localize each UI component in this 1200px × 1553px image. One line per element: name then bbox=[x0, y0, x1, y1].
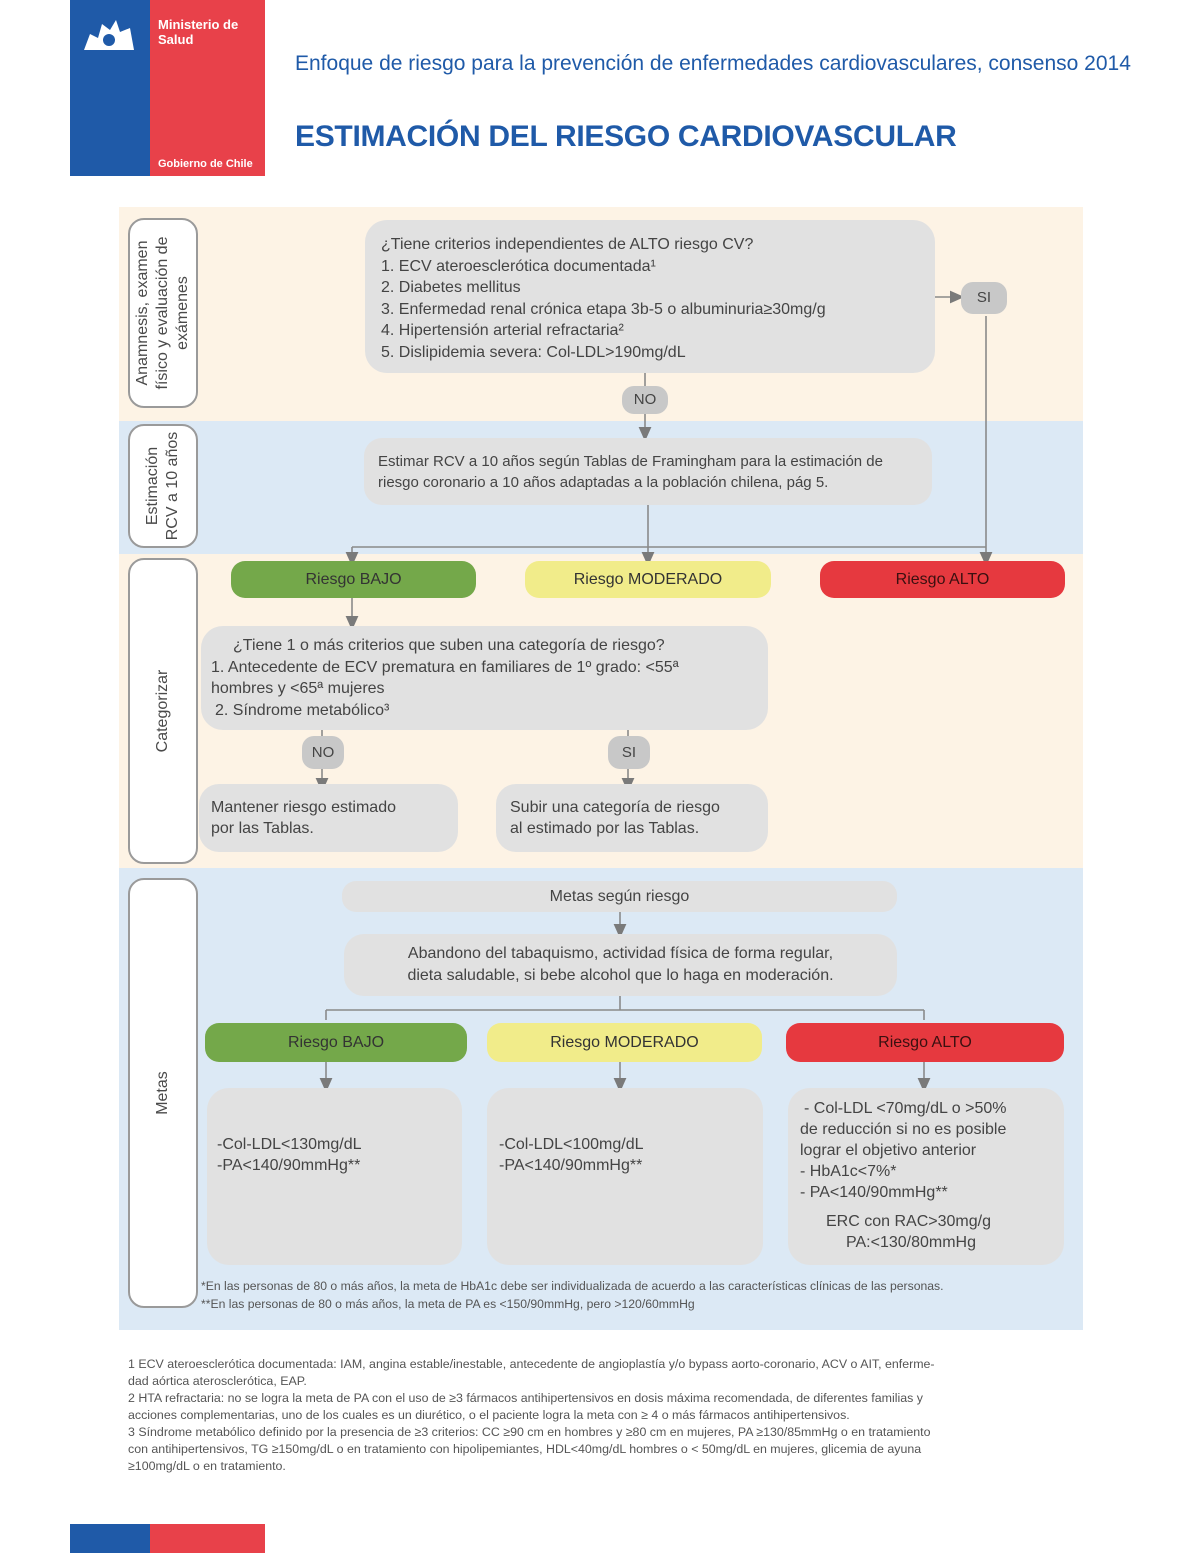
yes-tag-category: SI bbox=[608, 736, 650, 769]
section-metas: Metas bbox=[128, 878, 198, 1308]
logo-red-panel bbox=[150, 0, 265, 176]
criteria-item: 3. Enfermedad renal crónica etapa 3b-5 o… bbox=[381, 300, 826, 318]
document-subtitle: Enfoque de riesgo para la prevención de … bbox=[295, 52, 1131, 75]
category-item: 1. Antecedente de ECV prematura en famil… bbox=[211, 658, 679, 676]
yes-tag-high-risk: SI bbox=[961, 282, 1007, 314]
estimate-text-line1: Estimar RCV a 10 años según Tablas de Fr… bbox=[378, 453, 883, 470]
estimate-text-line2: riesgo coronario a 10 años adaptadas a l… bbox=[378, 474, 829, 491]
goal-note-hba1c: *En las personas de 80 o más años, la me… bbox=[201, 1279, 944, 1293]
high-goal-erc-bp: PA:<130/80mmHg bbox=[846, 1234, 976, 1251]
footnote-2: 2 HTA refractaria: no se logra la meta d… bbox=[128, 1391, 923, 1405]
high-goal-ldl-continued: lograr el objetivo anterior bbox=[800, 1142, 977, 1159]
logo-blue-panel bbox=[70, 0, 150, 176]
goals-header: Metas según riesgo bbox=[342, 881, 897, 912]
keep-risk-box: Mantener riesgo estimado por las Tablas. bbox=[199, 784, 458, 852]
moderate-goal-ldl: -Col-LDL<100mg/dL bbox=[499, 1136, 644, 1153]
footnote-1: 1 ECV ateroesclerótica documentada: IAM,… bbox=[128, 1357, 935, 1371]
document-title: ESTIMACIÓN DEL RIESGO CARDIOVASCULAR bbox=[295, 120, 957, 153]
category-criteria-box: ¿Tiene 1 o más criterios que suben una c… bbox=[201, 626, 768, 730]
low-risk-goals-box: -Col-LDL<130mg/dL -PA<140/90mmHg** bbox=[207, 1088, 462, 1265]
category-question: ¿Tiene 1 o más criterios que suben una c… bbox=[233, 637, 665, 654]
footnote-2-continued: acciones complementarias, uno de los cua… bbox=[128, 1408, 850, 1422]
risk-low-pill: Riesgo BAJO bbox=[231, 561, 476, 598]
high-goal-bp: - PA<140/90mmHg** bbox=[800, 1184, 948, 1201]
category-item-continuation: hombres y <65ª mujeres bbox=[211, 680, 385, 697]
section-estimacion: Estimación RCV a 10 años bbox=[128, 424, 198, 548]
footnote-3: 3 Síndrome metabólico definido por la pr… bbox=[128, 1425, 931, 1439]
category-item: 2. Síndrome metabólico³ bbox=[215, 701, 390, 719]
criteria-item: 4. Hipertensión arterial refractaria² bbox=[381, 322, 624, 339]
risk-moderate-pill: Riesgo MODERADO bbox=[525, 561, 771, 598]
government-name: Gobierno de Chile bbox=[158, 158, 253, 170]
footer-red-bar bbox=[150, 1524, 265, 1553]
no-tag-high-risk: NO bbox=[622, 386, 668, 414]
raise-risk-text-line2: al estimado por las Tablas. bbox=[510, 820, 700, 837]
moderate-risk-goals-box: -Col-LDL<100mg/dL -PA<140/90mmHg** bbox=[487, 1088, 763, 1265]
goals-risk-moderate-pill: Riesgo MODERADO bbox=[487, 1023, 762, 1062]
footnotes: 1 ECV ateroesclerótica documentada: IAM,… bbox=[128, 1356, 1068, 1475]
footnote-3-continued: ≥100mg/dL o en tratamiento. bbox=[128, 1459, 286, 1473]
high-goal-erc: ERC con RAC>30mg/g bbox=[826, 1213, 991, 1230]
high-goal-hba1c: - HbA1c<7%* bbox=[800, 1163, 897, 1180]
section-anamnesis: Anamnesis, examen físico y evaluación de… bbox=[128, 218, 198, 408]
high-risk-goals-box: - Col-LDL <70mg/dL o >50% de reducción s… bbox=[788, 1088, 1064, 1265]
criteria-item: 2. Diabetes mellitus bbox=[381, 279, 521, 296]
criteria-item: 1. ECV ateroesclerótica documentada¹ bbox=[381, 257, 656, 275]
goals-risk-low-pill: Riesgo BAJO bbox=[205, 1023, 467, 1062]
raise-risk-text-line1: Subir una categoría de riesgo bbox=[510, 799, 720, 816]
high-goal-ldl-continued: de reducción si no es posible bbox=[800, 1121, 1007, 1138]
general-goals-line1: Abandono del tabaquismo, actividad físic… bbox=[407, 945, 834, 962]
raise-risk-box: Subir una categoría de riesgo al estimad… bbox=[496, 784, 768, 852]
government-emblem bbox=[80, 16, 138, 54]
keep-risk-text-line2: por las Tablas. bbox=[211, 820, 314, 837]
general-goals-box: Abandono del tabaquismo, actividad físic… bbox=[344, 934, 897, 996]
footnote-3-continued: con antihipertensivos, TG ≥150mg/dL o en… bbox=[128, 1442, 922, 1456]
goals-risk-high-pill: Riesgo ALTO bbox=[786, 1023, 1064, 1062]
footer-blue-bar bbox=[70, 1524, 150, 1553]
risk-high-pill: Riesgo ALTO bbox=[820, 561, 1065, 598]
high-goal-ldl: - Col-LDL <70mg/dL o >50% bbox=[804, 1100, 1007, 1117]
framingham-estimate-box: Estimar RCV a 10 años según Tablas de Fr… bbox=[364, 438, 932, 505]
moderate-goal-bp: -PA<140/90mmHg** bbox=[499, 1157, 643, 1174]
footnote-1-continued: dad aórtica aterosclerótica, EAP. bbox=[128, 1374, 307, 1388]
low-goal-bp: -PA<140/90mmHg** bbox=[217, 1157, 361, 1174]
goal-note-bp: **En las personas de 80 o más años, la m… bbox=[201, 1297, 695, 1311]
section-categorizar: Categorizar bbox=[128, 558, 198, 864]
high-risk-criteria-box: ¿Tiene criterios independientes de ALTO … bbox=[365, 220, 935, 373]
low-goal-ldl: -Col-LDL<130mg/dL bbox=[217, 1136, 362, 1153]
ministry-name-line1: Ministerio de bbox=[158, 17, 239, 32]
no-tag-category: NO bbox=[302, 736, 344, 769]
criteria-question: ¿Tiene criterios independientes de ALTO … bbox=[381, 236, 754, 253]
criteria-item: 5. Dislipidemia severa: Col-LDL>190mg/dL bbox=[381, 343, 686, 361]
keep-risk-text-line1: Mantener riesgo estimado bbox=[211, 799, 396, 816]
ministry-name-line2: Salud bbox=[158, 32, 194, 47]
general-goals-line2: dieta saludable, si bebe alcohol que lo … bbox=[407, 967, 834, 984]
